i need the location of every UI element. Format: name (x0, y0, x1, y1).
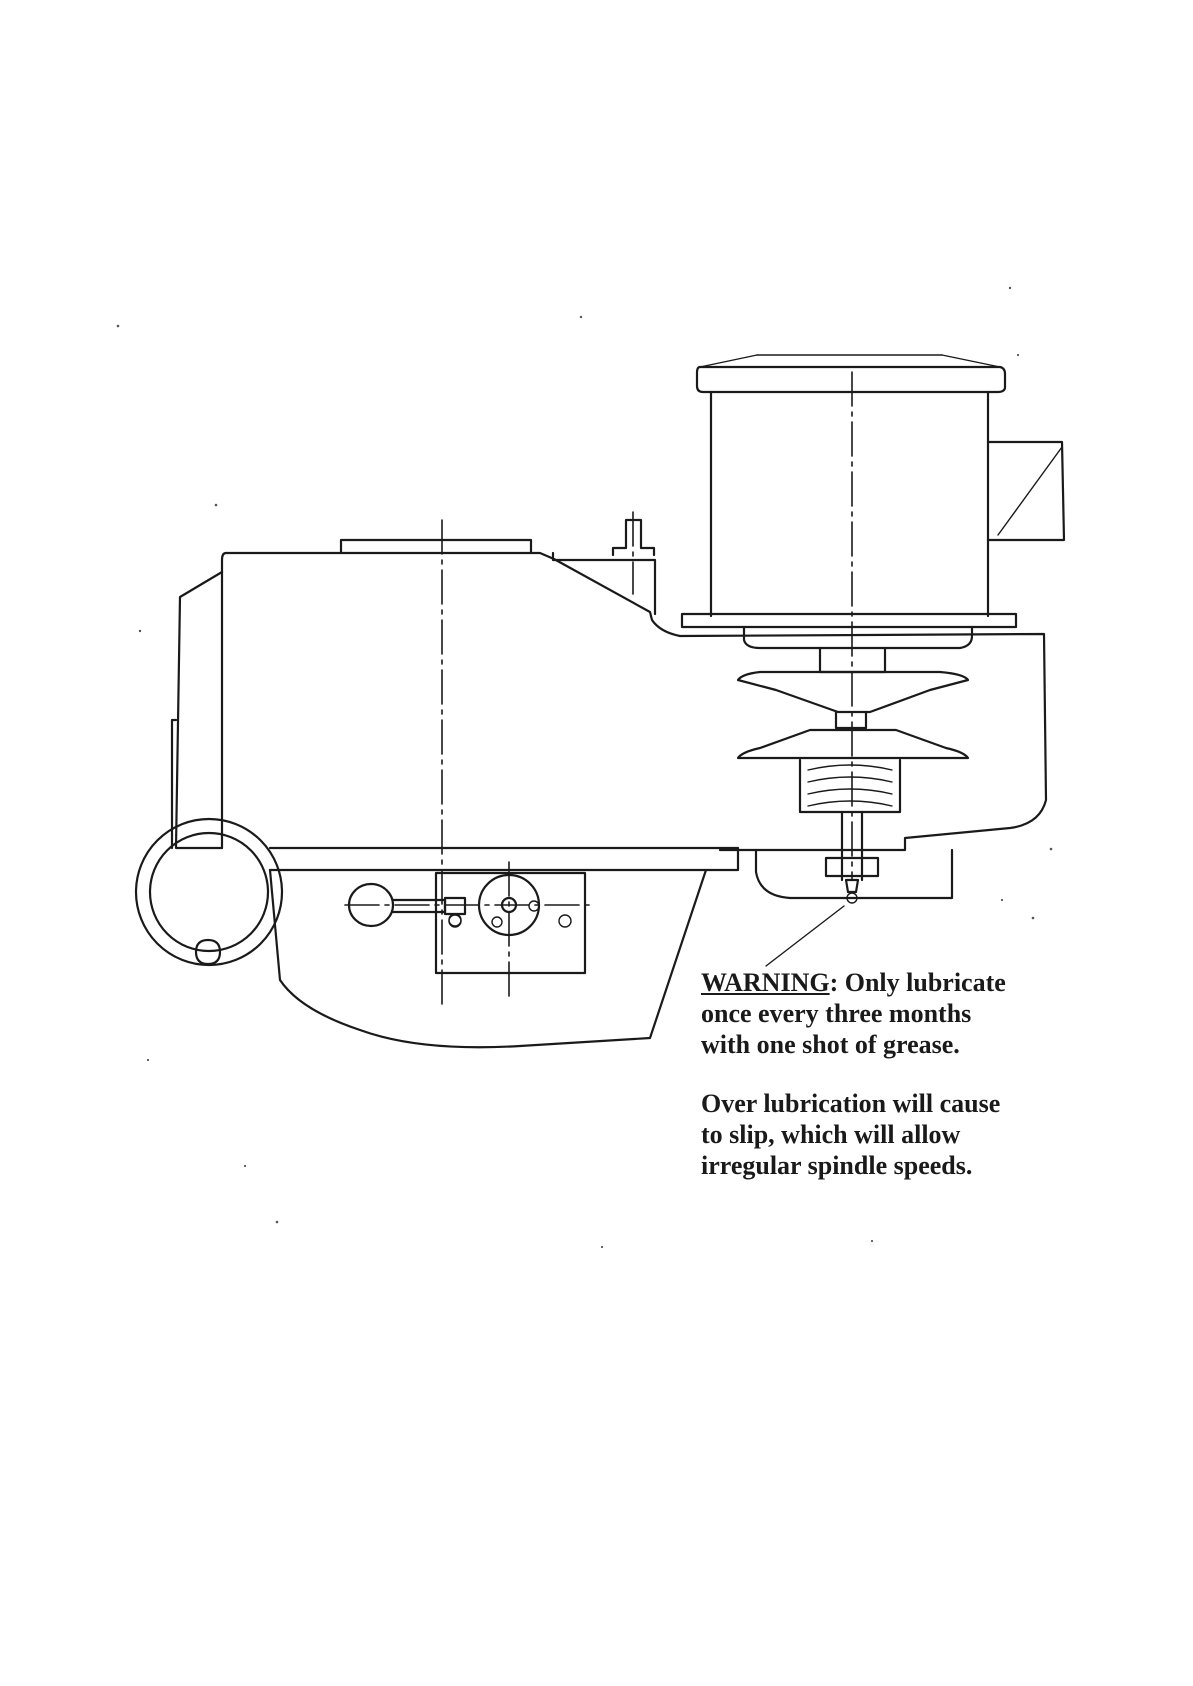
plate-bolt-right (559, 915, 571, 927)
grease-fitting (846, 880, 858, 892)
pulley-assembly (738, 372, 968, 903)
warning-line-1: WARNING: Only lubricate (701, 967, 1061, 998)
dial-bolt-left (492, 917, 502, 927)
speck (215, 504, 218, 507)
speck (871, 1240, 873, 1242)
speck (147, 1059, 149, 1061)
over-lubrication-line-3: irregular spindle speeds. (701, 1150, 1061, 1181)
warning-label: WARNING (701, 968, 830, 997)
rear-bracket (553, 553, 655, 614)
dial-bolt-right (529, 901, 539, 911)
plate-bolt-left (449, 915, 461, 927)
lower-body (270, 870, 706, 1047)
pulley-hub-middle (836, 712, 866, 728)
warning-leader-line (766, 906, 844, 966)
warning-note: WARNING: Only lubricate once every three… (701, 967, 1061, 1060)
speck (1032, 917, 1035, 920)
junction-box-diagonal (998, 447, 1062, 535)
lever-arm (393, 900, 445, 912)
speck (117, 325, 120, 328)
motor-top-cap (697, 367, 1005, 392)
head-upper-outline (226, 553, 1046, 850)
head-top-block (341, 540, 531, 553)
motor-adapter (744, 627, 972, 648)
speck (276, 1221, 279, 1224)
handwheel-outer (136, 819, 282, 965)
spring-coils (808, 765, 892, 806)
speck (244, 1165, 246, 1167)
motor-flange (682, 614, 1016, 627)
upper-pulley (738, 672, 968, 712)
handwheel-inner (150, 833, 268, 951)
over-lubrication-line-1: Over lubrication will cause (701, 1088, 1061, 1119)
head-casting (172, 512, 1046, 850)
junction-box (988, 442, 1064, 540)
warning-line-1-text: : Only lubricate (830, 968, 1006, 997)
speck (580, 316, 582, 318)
over-lubrication-line-2: to slip, which will allow (701, 1119, 1061, 1150)
motor (682, 355, 1064, 648)
lever-plate (436, 873, 585, 973)
over-lubrication-note: Over lubrication will cause to slip, whi… (701, 1088, 1061, 1181)
head-left-wing (176, 572, 222, 848)
speck (1017, 354, 1019, 356)
handwheel-and-table (136, 819, 738, 1047)
speck (1001, 899, 1003, 901)
motor-cap-diagonal-right (942, 355, 1000, 367)
warning-line-2: once every three months (701, 998, 1061, 1029)
lever-pivot (445, 898, 465, 914)
warning-line-3: with one shot of grease. (701, 1029, 1061, 1060)
speck (601, 1246, 603, 1248)
speck (139, 630, 141, 632)
table-plate (270, 848, 738, 870)
speck (1050, 848, 1053, 851)
head-left-outline (222, 553, 226, 848)
lower-pulley (738, 730, 968, 758)
motor-cap-diagonal-left (700, 355, 757, 367)
speck (1009, 287, 1011, 289)
